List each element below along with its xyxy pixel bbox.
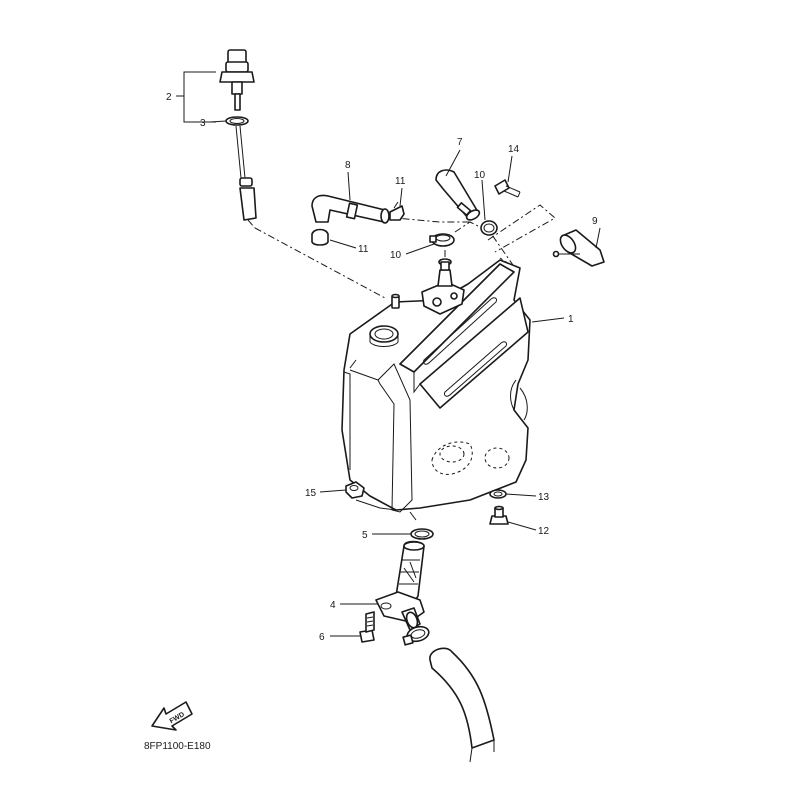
joint-bolt (359, 611, 375, 643)
callout-5: 5 (362, 530, 368, 541)
callout-13: 13 (538, 492, 550, 503)
vent-hose (311, 194, 390, 224)
callout-10-lower: 10 (390, 250, 402, 261)
hose-clip-lower (311, 228, 329, 246)
callout-11-lower: 11 (358, 244, 369, 255)
hose-clip-upper (389, 201, 405, 221)
oil-tank (341, 258, 531, 521)
callout-12: 12 (538, 526, 550, 537)
drain-washer (489, 489, 507, 499)
callout-14: 14 (508, 144, 520, 155)
callout-7: 7 (457, 137, 463, 148)
oil-strainer-joint (375, 540, 425, 631)
mounting-nut (345, 481, 365, 499)
callout-6: 6 (319, 632, 325, 643)
leader-lines (176, 71, 601, 637)
drain-bolt (489, 505, 509, 525)
callout-labels: 1 2 3 4 5 6 7 8 9 10 10 11 11 12 13 14 1… (166, 92, 598, 643)
callout-8: 8 (345, 160, 351, 171)
callout-1: 1 (568, 314, 574, 325)
outlet-hose (429, 647, 495, 763)
callout-9: 9 (592, 216, 598, 227)
hose-clamp-upper (480, 220, 498, 236)
dipstick-gauge (219, 49, 257, 221)
union-fitting (552, 229, 605, 267)
o-ring (410, 528, 434, 540)
fwd-arrow-icon: FWD (151, 701, 193, 731)
banjo-bolt (494, 179, 521, 198)
callout-11-upper: 11 (395, 176, 406, 187)
return-hose (435, 169, 481, 221)
callout-10-upper: 10 (474, 170, 486, 181)
outlet-hose-clamp (402, 625, 430, 646)
callout-3: 3 (200, 118, 206, 129)
callout-15: 15 (305, 488, 317, 499)
hose-clamp-lower (429, 233, 455, 247)
diagram-code: 8FP1100-E180 (144, 741, 211, 752)
callout-4: 4 (330, 600, 336, 611)
callout-2: 2 (166, 92, 172, 103)
